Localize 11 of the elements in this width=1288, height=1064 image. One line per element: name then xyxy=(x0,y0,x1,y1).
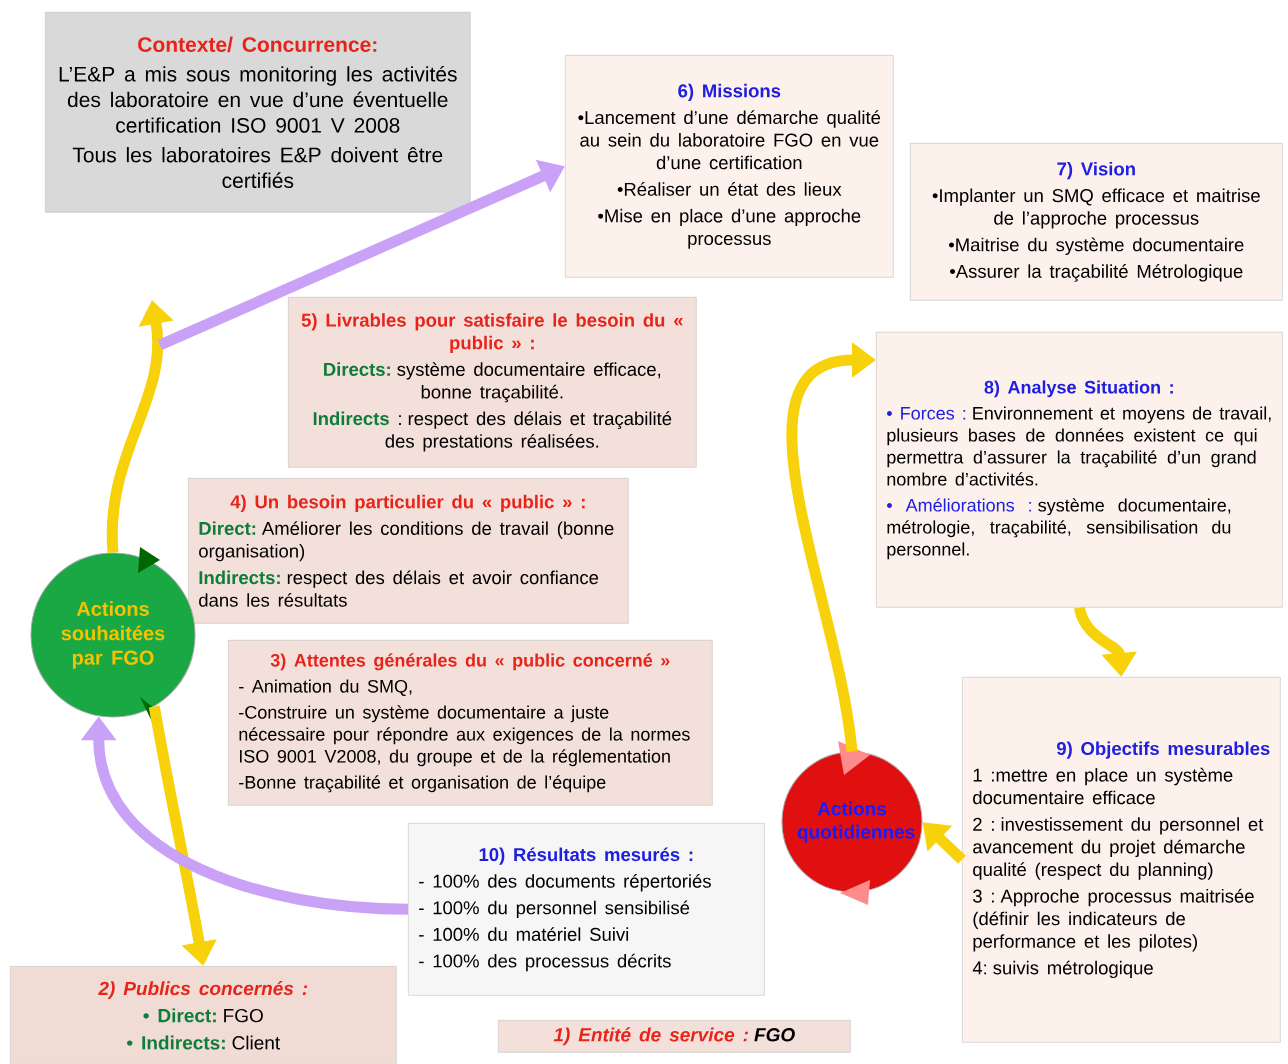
info-box: 8) Analyse Situation : • Forces : Environnement et moyens de travail, plusieurs bases de données existent ce qui permettra d’assurer la traçabilité d’un grand nombre d’activités. • Améliorations : système documentaire, métrologie, traçabilité, sensibilisation du personnel. xyxy=(876,332,1283,608)
info-box: 7) Vision •Implanter un SMQ efficace et maitrise de l’approche processus •Maitrise du système documentaire •Assurer la traçabilité Métrologique xyxy=(910,143,1283,301)
info-box: 10) Résultats mesurés : - 100% des documents répertoriés - 100% du personnel sensibilisé - 100% du matériel Suivi - 100% des processus décrits xyxy=(408,823,765,996)
info-box: 9) Objectifs mesurables 1 :mettre en place un système documentaire efficace 2 : investissement du personnel et avancement du projet démarche qualité (respect du planning) 3 : Approche processus maitrisée (définir les indicateurs de performance et les pilotes) 4: suivis métrologique xyxy=(962,677,1281,1043)
info-box: 2) Publics concernés : • Direct: FGO • Indirects: Client xyxy=(10,966,397,1064)
info-box: 6) Missions •Lancement d’une démarche qualité au sein du laboratoire FGO en vue d’une certification •Réaliser un état des lieux •Mise en place d’une approche processus xyxy=(565,55,894,278)
info-box: 3) Attentes générales du « public concerné » - Animation du SMQ, -Construire un système documentaire a juste nécessaire pour répondre aux exigences de la normes ISO 9001 V2008, du groupe et de la réglementation -Bonne traçabilité et organisation de l’équipe xyxy=(228,640,713,806)
info-box: Contexte/ Concurrence: L’E&P a mis sous monitoring les activités des laboratoire en vue d’une éventuelle certification ISO 9001 V 2008 Tous les laboratoires E&P doivent être certifiés xyxy=(45,12,471,213)
info-box: 1) Entité de service : FGO xyxy=(498,1020,851,1053)
info-box: 4) Un besoin particulier du « public » : Direct: Améliorer les conditions de travail (bonne organisation) Indirects: respect des délais et avoir confiance dans les résultats xyxy=(188,478,629,624)
info-box: 5) Livrables pour satisfaire le besoin du « public » : Directs: système documentaire efficace, bonne traçabilité. Indirects : respect des délais et traçabilité des prestations réalisées. xyxy=(288,297,697,468)
